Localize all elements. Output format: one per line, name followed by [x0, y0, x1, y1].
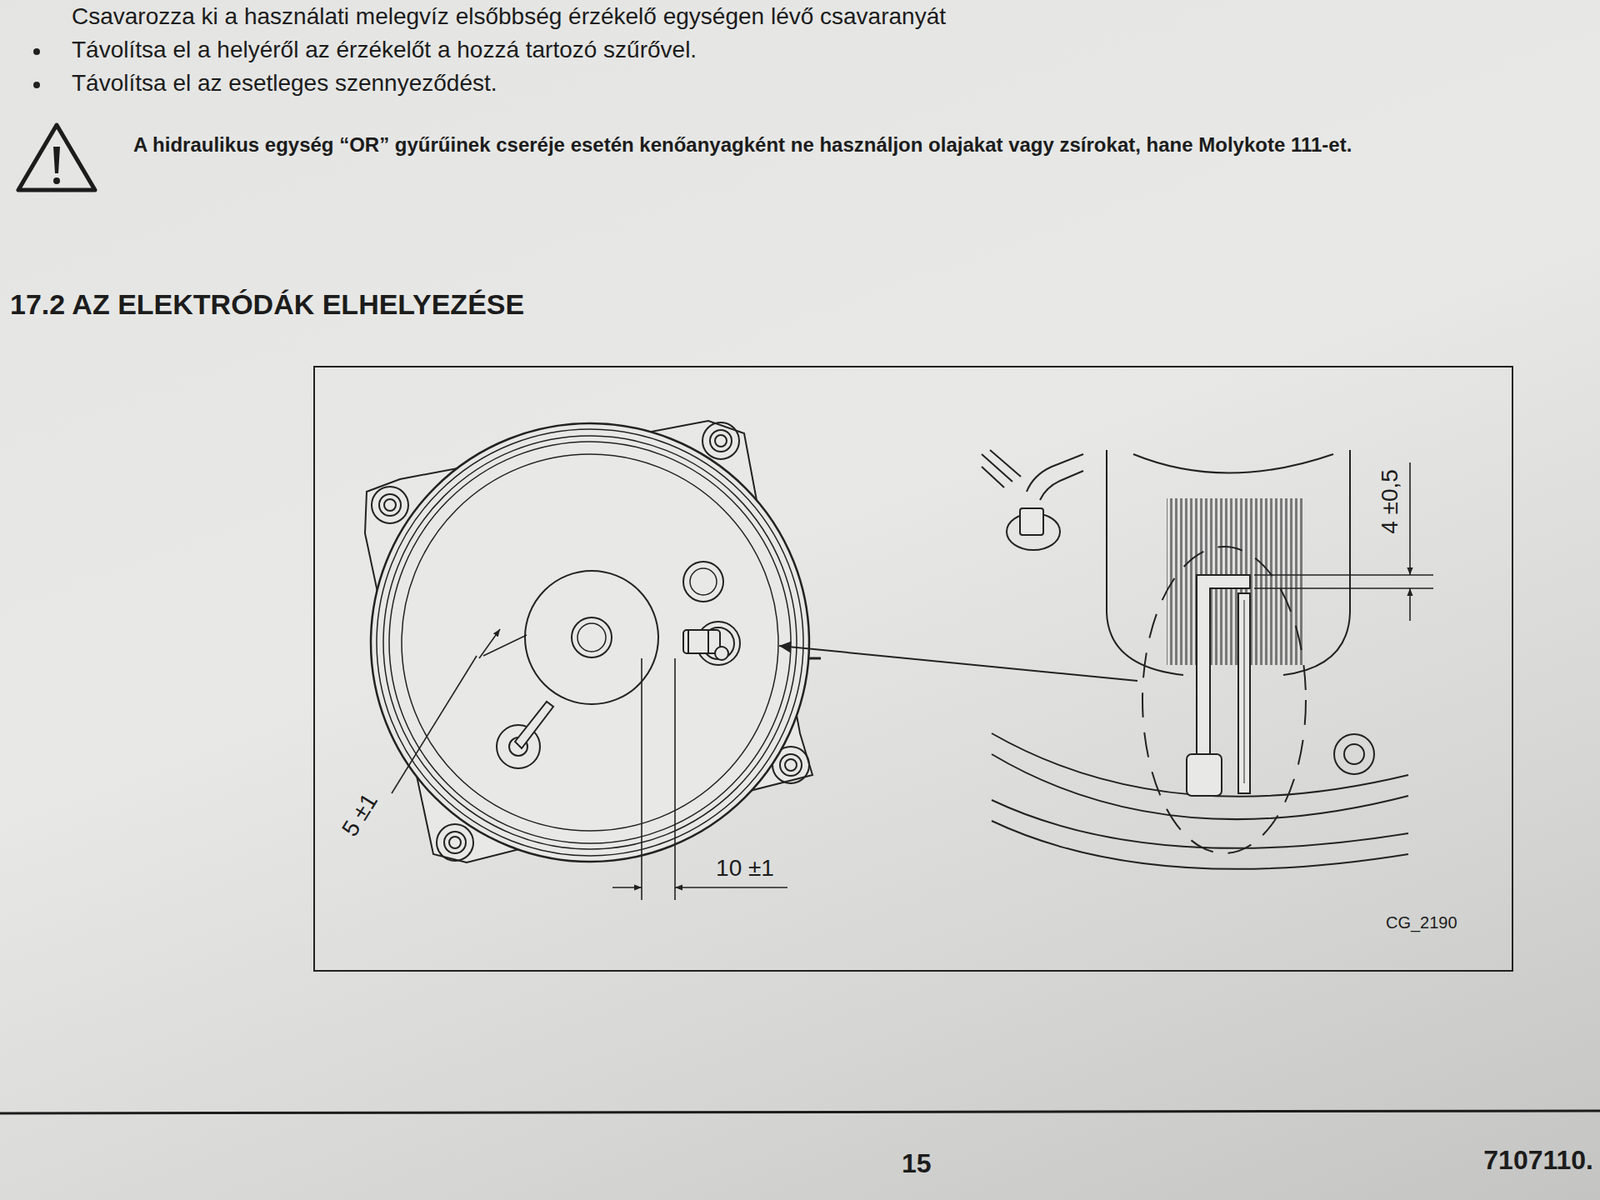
ignition-electrode: [683, 621, 740, 665]
dimension-line: [612, 658, 788, 900]
figure-code: CG_2190: [1385, 913, 1458, 933]
ionisation-probe: [496, 701, 554, 769]
dimension-line: [1254, 462, 1434, 621]
document-number: 7107110.: [1483, 1145, 1594, 1176]
page-number: 15: [901, 1148, 932, 1180]
figure-frame: [314, 366, 1513, 971]
instruction-line: Távolítsa el az esetleges szennyeződést.: [71, 70, 498, 97]
detail-pointer: [779, 645, 1138, 681]
electrode-pair: [1142, 546, 1306, 854]
instruction-line: Csavarozza ki a használati melegvíz első…: [71, 3, 946, 30]
bullet: [33, 48, 40, 89]
dimension-text: 10 ±1: [715, 855, 775, 882]
dimension-text: 5 ±1: [336, 788, 384, 841]
burner-flange: [365, 420, 813, 863]
dimension-line: [391, 629, 527, 794]
warning-icon: [18, 125, 95, 190]
section-heading: 17.2 AZ ELEKTRÓDÁK ELHELYEZÉSE: [10, 288, 525, 321]
burner-disc: [370, 423, 821, 862]
instruction-line: Távolítsa el a helyéről az érzékelőt a h…: [71, 36, 697, 64]
warning-note: A hidraulikus egység “OR” gyűrűinek cser…: [133, 133, 1588, 157]
burner-detail: [981, 450, 1409, 870]
dimension-text: 4 ±0,5: [1376, 469, 1404, 535]
footer-rule: [0, 1110, 1600, 1114]
